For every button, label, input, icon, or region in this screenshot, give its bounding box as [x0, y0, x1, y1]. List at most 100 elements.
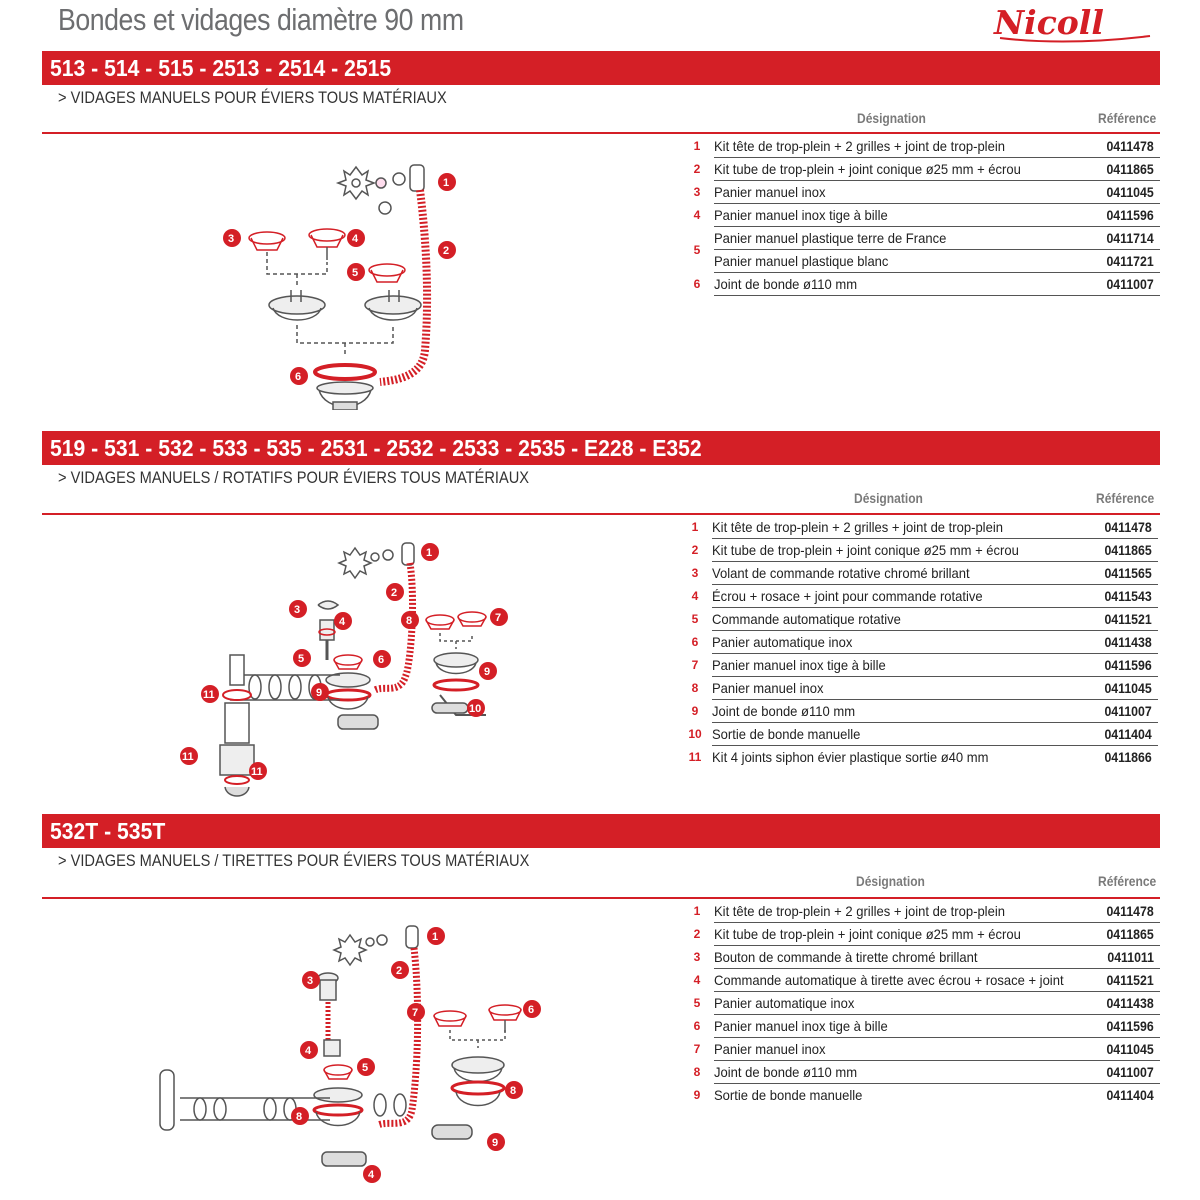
- svg-text:10: 10: [469, 703, 481, 715]
- table-row: 6 Joint de bonde ø110 mm 0411007: [680, 272, 1160, 296]
- svg-text:3: 3: [228, 233, 234, 245]
- row-number: 7: [693, 1042, 701, 1056]
- svg-text:6: 6: [378, 654, 384, 666]
- row-number: 4: [693, 973, 701, 987]
- page-title: Bondes et vidages diamètre 90 mm: [58, 2, 464, 37]
- svg-text:3: 3: [294, 604, 300, 616]
- row-number: 9: [691, 704, 699, 718]
- row-reference: 0411007: [1094, 272, 1160, 296]
- designation-header: Désignation: [856, 873, 925, 889]
- row-designation: Kit tête de trop-plein + 2 grilles + joi…: [714, 135, 1094, 158]
- svg-text:11: 11: [203, 689, 215, 701]
- table-row: 4 Panier manuel inox tige à bille 041159…: [680, 203, 1160, 227]
- row-number: 2: [693, 162, 701, 176]
- svg-text:4: 4: [339, 616, 346, 628]
- row-designation: Écrou + rosace + joint pour commande rot…: [712, 584, 1092, 608]
- table-row: Panier manuel plastique blanc 0411721: [680, 249, 1160, 273]
- svg-text:7: 7: [412, 1007, 418, 1019]
- table-row: 3 Bouton de commande à tirette chromé bri…: [680, 945, 1160, 969]
- reference-header: Référence: [1098, 110, 1157, 126]
- row-reference: 0411438: [1094, 991, 1160, 1015]
- section-title: 519 - 531 - 532 - 533 - 535 - 2531 - 253…: [50, 435, 702, 461]
- row-designation: Panier manuel inox: [712, 676, 1092, 700]
- row-number: 3: [693, 185, 701, 199]
- svg-text:7: 7: [495, 612, 501, 624]
- row-reference: 0411478: [1094, 900, 1160, 923]
- svg-text:6: 6: [295, 371, 301, 383]
- row-reference: 0411478: [1092, 516, 1158, 539]
- row-number: 2: [691, 543, 699, 557]
- row-number: 3: [691, 566, 699, 580]
- row-reference: 0411478: [1094, 135, 1160, 158]
- callouts: 1 2 3 4 5 6: [223, 173, 456, 385]
- callouts: 1 2 3 4 5 6 7 8 8 9 4: [291, 927, 541, 1183]
- row-reference: 0411011: [1094, 945, 1160, 969]
- row-reference: 0411596: [1094, 1014, 1160, 1038]
- nicoll-logo: Nicoll: [993, 3, 1151, 43]
- exploded-diagram: 1 2 3 4 5 6: [223, 164, 456, 410]
- row-designation: Panier manuel plastique terre de France: [714, 226, 1094, 250]
- section-title: 513 - 514 - 515 - 2513 - 2514 - 2515: [50, 55, 392, 81]
- row-designation: Sortie de bonde manuelle: [712, 722, 1092, 746]
- svg-text:5: 5: [298, 653, 304, 665]
- table-row: 11 Kit 4 joints siphon évier plastique so…: [678, 746, 1158, 769]
- svg-text:5: 5: [352, 267, 358, 279]
- table-row: 2 Kit tube de trop-plein + joint conique…: [680, 157, 1160, 181]
- reference-header: Référence: [1096, 490, 1155, 506]
- callouts: 1 2 3 4 5 6 7 8 9 9 10 11 11 11: [180, 543, 508, 780]
- svg-text:2: 2: [396, 965, 402, 977]
- row-designation: Volant de commande rotative chromé brill…: [712, 561, 1092, 585]
- svg-text:9: 9: [492, 1137, 498, 1149]
- row-designation: Kit 4 joints siphon évier plastique sort…: [712, 749, 989, 765]
- row-designation: Commande automatique à tirette avec écro…: [714, 968, 1094, 992]
- section-banner: 519 - 531 - 532 - 533 - 535 - 2531 - 253…: [42, 431, 1160, 465]
- row-designation: Bouton de commande à tirette chromé bril…: [714, 945, 1094, 969]
- row-designation: Panier manuel inox: [714, 1037, 1094, 1061]
- row-reference: 0411045: [1092, 676, 1158, 700]
- svg-text:9: 9: [316, 687, 322, 699]
- row-number: 6: [693, 277, 701, 291]
- row-reference: 0411404: [1092, 722, 1158, 746]
- row-designation: Panier manuel inox: [714, 180, 1094, 204]
- exploded-diagram: 1 2 3 4 5 6 7 8 8 9 4: [159, 925, 541, 1183]
- row-number: 3: [693, 950, 701, 964]
- designation-header: Désignation: [857, 110, 926, 126]
- row-designation: Kit tube de trop-plein + joint conique ø…: [714, 157, 1094, 181]
- row-number: 5: [693, 996, 701, 1010]
- row-reference: 0411404: [1106, 1087, 1154, 1103]
- row-designation: Panier manuel inox tige à bille: [714, 203, 1094, 227]
- row-number: 11: [688, 749, 702, 764]
- svg-text:11: 11: [182, 751, 194, 763]
- svg-text:1: 1: [426, 547, 432, 559]
- row-reference: 0411438: [1092, 630, 1158, 654]
- row-reference: 0411007: [1092, 699, 1158, 723]
- table-row: 5 Panier manuel plastique terre de Franc…: [680, 226, 1160, 257]
- row-designation: Commande automatique rotative: [712, 607, 1092, 631]
- section-subtitle: > VIDAGES MANUELS / ROTATIFS POUR ÉVIERS…: [58, 468, 530, 487]
- row-number: 4: [693, 208, 701, 222]
- row-designation: Kit tête de trop-plein + 2 grilles + joi…: [714, 900, 1094, 923]
- row-designation: Joint de bonde ø110 mm: [714, 272, 1094, 296]
- row-reference: 0411865: [1094, 922, 1160, 946]
- row-number: 7: [691, 658, 699, 672]
- svg-text:8: 8: [510, 1085, 516, 1097]
- exploded-diagram: 1 2 3 4 5 6 7 8 9 9 10 11 11 11: [180, 542, 508, 797]
- row-reference: 0411521: [1092, 607, 1158, 631]
- row-reference: 0411596: [1092, 653, 1158, 677]
- row-reference: 0411007: [1094, 1060, 1160, 1084]
- row-designation: Kit tube de trop-plein + joint conique ø…: [714, 922, 1094, 946]
- row-designation: Panier manuel plastique blanc: [714, 249, 1094, 273]
- section-divider: [42, 513, 1160, 515]
- row-designation: Joint de bonde ø110 mm: [714, 1060, 1094, 1084]
- table-row: 3 Panier manuel inox 0411045: [680, 180, 1160, 204]
